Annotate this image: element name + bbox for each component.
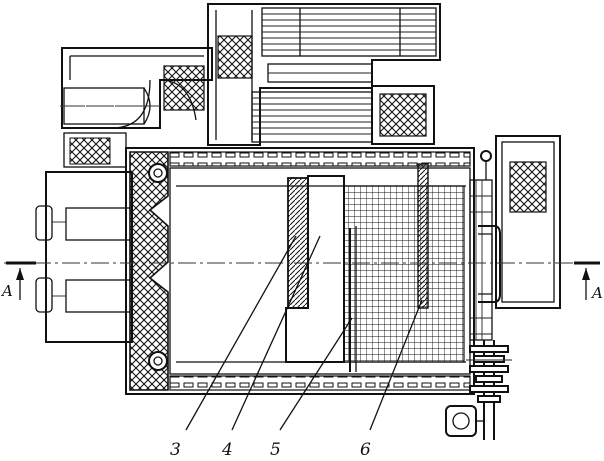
- top-refractory-lining: [169, 151, 471, 167]
- leader-lines: [185, 235, 423, 431]
- section-label-left: A: [0, 282, 13, 300]
- upper-duct-assembly: [61, 3, 441, 168]
- center-line: [4, 105, 600, 264]
- right-assembly: [445, 135, 561, 440]
- section-label-right: A: [590, 284, 603, 302]
- corner-bolt-top: [148, 163, 168, 183]
- main-housing: [125, 147, 475, 395]
- callout-5: 5: [270, 440, 281, 460]
- gear-stack: [466, 345, 512, 403]
- upper-insulation-block: [163, 65, 205, 111]
- section-marker-right: A: [574, 261, 603, 302]
- callout-3: 3: [170, 440, 181, 460]
- fin-stack-upper: [261, 7, 437, 57]
- part-4-plate: [285, 175, 345, 363]
- right-insulation-block: [379, 93, 427, 137]
- lower-valve: [445, 405, 484, 437]
- column-insulation-block: [217, 35, 253, 79]
- right-box-insulation: [509, 161, 547, 213]
- callout-4: 4: [221, 440, 233, 460]
- part-6-hatched-rod: [417, 163, 429, 309]
- part-5-mesh-region: [343, 185, 465, 363]
- corner-bolt-bottom: [148, 351, 168, 371]
- bottom-refractory-lining: [169, 375, 471, 391]
- fin-stack-lower: [251, 91, 373, 143]
- section-marker-left: A: [0, 261, 36, 300]
- left-insulation-wall: [129, 151, 169, 391]
- callout-6: 6: [360, 440, 371, 460]
- part-3-hatched-strip: [287, 177, 309, 309]
- left-end-assembly: [35, 171, 133, 343]
